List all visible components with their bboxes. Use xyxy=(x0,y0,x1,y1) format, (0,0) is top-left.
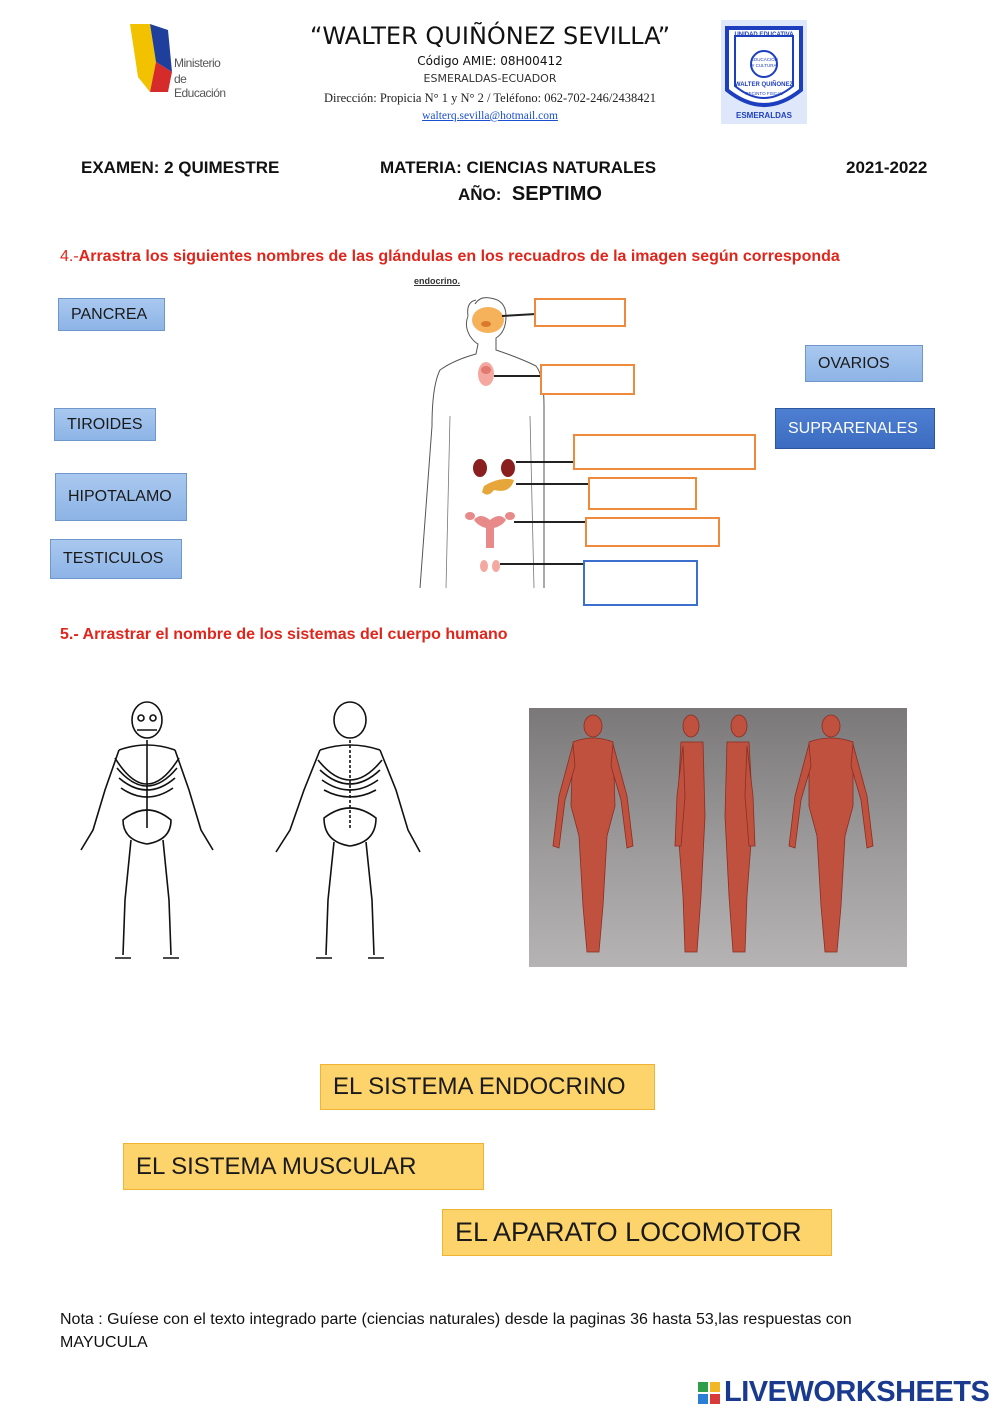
drag-label-ovarios[interactable]: OVARIOS xyxy=(805,345,923,382)
drag-label-pancrea[interactable]: PANCREA xyxy=(58,298,165,331)
exam-label: EXAMEN: 2 QUIMESTRE xyxy=(81,158,280,177)
school-address: Dirección: Propicia N° 1 y N° 2 / Teléfo… xyxy=(323,91,657,105)
drop-target-4[interactable] xyxy=(588,477,697,510)
seal-center-text: EDUCACIÓN Y CULTURA xyxy=(751,57,779,68)
city: ESMERALDAS-ECUADOR xyxy=(423,72,557,85)
grade-label: AÑO: xyxy=(458,185,502,204)
drop-target-5[interactable] xyxy=(585,517,720,547)
liveworksheets-brand-text: LIVEWORKSHEETS xyxy=(724,1376,990,1408)
grade-value: SEPTIMO xyxy=(511,183,602,205)
question-4-number: 4.- xyxy=(60,248,79,265)
ministry-logo-text-2: de Educación xyxy=(174,72,226,100)
seal-top-text: UNIDAD EDUCATIVA xyxy=(734,32,794,38)
question-5-title: 5.- Arrastrar el nombre de los sistemas … xyxy=(60,626,508,643)
seal-bottom-text: ESMERALDAS xyxy=(735,111,792,120)
school-name: “WALTER QUIÑÓNEZ SEVILLA” xyxy=(309,22,671,50)
ministry-logo-text-1: Ministerio xyxy=(174,56,221,70)
amie-code: Código AMIE: 08H00412 xyxy=(417,54,563,68)
instructions-note: Nota : Guíese con el texto integrado par… xyxy=(60,1311,852,1351)
endocrine-diagram: endocrino. xyxy=(410,276,590,589)
grade-line: AÑO: SEPTIMO xyxy=(458,183,602,206)
question-4-title: 4.-Arrastra los siguientes nombres de la… xyxy=(60,248,840,266)
school-email[interactable]: walterq.sevilla@hotmail.com xyxy=(422,110,558,122)
subject-label: MATERIA: CIENCIAS NATURALES xyxy=(380,158,657,177)
drop-target-1[interactable] xyxy=(534,298,626,327)
diagram-caption: endocrino. xyxy=(414,276,461,286)
seal-name: WALTER QUIÑONEZ xyxy=(734,82,794,88)
drop-target-2[interactable] xyxy=(540,364,635,395)
question-4-text: Arrastra los siguientes nombres de las g… xyxy=(78,248,840,265)
answer-label-locomotor[interactable]: EL APARATO LOCOMOTOR xyxy=(442,1209,832,1256)
skeleton-back-image xyxy=(258,700,433,965)
drag-label-tiroides[interactable]: TIROIDES xyxy=(54,408,156,441)
muscular-system-image xyxy=(529,708,907,967)
answer-label-muscular[interactable]: EL SISTEMA MUSCULAR xyxy=(123,1143,484,1190)
liveworksheets-logo: LIVEWORKSHEETS xyxy=(698,1376,994,1410)
drop-target-6[interactable] xyxy=(583,560,698,606)
drag-label-testiculos[interactable]: TESTICULOS xyxy=(50,539,182,579)
ministry-logo: Ministerio de Educación xyxy=(128,22,238,102)
seal-ring-text: RECINTO FISCAL xyxy=(745,91,783,96)
school-year: 2021-2022 xyxy=(846,158,928,177)
answer-label-endocrino[interactable]: EL SISTEMA ENDOCRINO xyxy=(320,1064,655,1110)
drag-label-suprarenales[interactable]: SUPRARENALES xyxy=(775,408,935,449)
liveworksheets-logo-icon xyxy=(698,1382,720,1404)
school-seal: UNIDAD EDUCATIVA EDUCACIÓN Y CULTURA WAL… xyxy=(721,20,807,124)
skeleton-front-image xyxy=(75,700,225,965)
drag-label-hipotalamo[interactable]: HIPOTALAMO xyxy=(55,473,187,521)
drop-target-3[interactable] xyxy=(573,434,756,470)
